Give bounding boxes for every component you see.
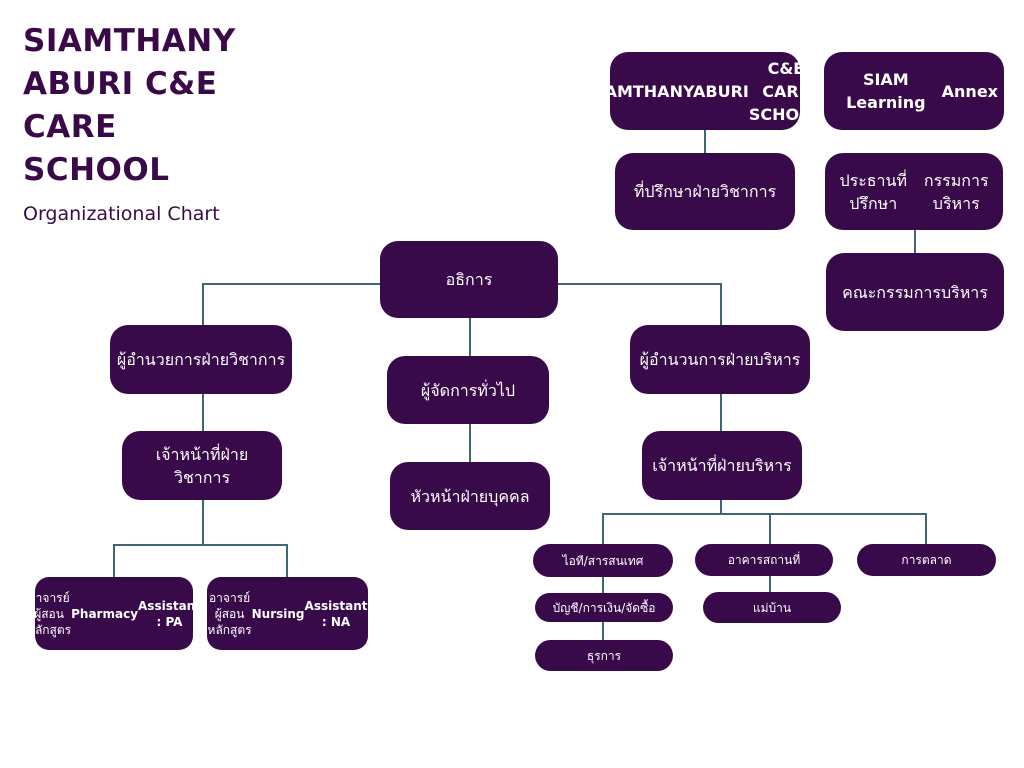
marketing-node: การตลาด <box>857 544 996 576</box>
pa-teacher-node: อาจารย์ผู้สอนหลักสูตร Pharmacy Assistant… <box>27 577 201 650</box>
admin-staff-node: เจ้าหน้าที่ฝ่ายบริหาร <box>642 431 802 500</box>
connector <box>113 544 288 577</box>
title-line: SCHOOL <box>23 152 170 188</box>
academic-director-node: ผู้อำนวยการฝ่ายวิชาการ <box>110 325 292 394</box>
director-node: อธิการ <box>380 241 558 318</box>
hr-head-node: หัวหน้าฝ่ายบุคคล <box>390 462 550 530</box>
admin-advisor-chair-node: ประธานที่ปรึกษา กรรมการบริหาร <box>825 153 1003 230</box>
accounting-node: บัญชี/การเงิน/จัดซื้อ <box>535 593 673 622</box>
title-line: SIAMTHANY <box>23 23 236 59</box>
annex-node: SIAM Learning Annex <box>824 52 1004 130</box>
housekeeper-node: แม่บ้าน <box>703 592 841 623</box>
title-line: CARE <box>23 109 117 145</box>
connector <box>202 283 380 325</box>
connector <box>602 513 927 544</box>
facilities-node: อาคารสถานที่ <box>695 544 833 576</box>
admin-committee-node: คณะกรรมการบริหาร <box>826 253 1004 331</box>
academic-staff-node: เจ้าหน้าที่ฝ่ายวิชาการ <box>122 431 282 500</box>
school-node: SIAMTHANYABURI C&E CARE SCHOOL <box>587 52 823 130</box>
page-title: SIAMTHANY ABURI C&E CARE SCHOOL <box>23 20 263 192</box>
admin-director-node: ผู้อำนวนการฝ่ายบริหาร <box>630 325 810 394</box>
connector <box>558 283 722 325</box>
na-teacher-node: อาจารย์ผู้สอนหลักสูตร Nursing Assistant … <box>207 577 368 650</box>
title-line: ABURI C&E <box>23 66 218 102</box>
page-subtitle: Organizational Chart <box>23 203 220 225</box>
business-node: ธุรการ <box>535 640 673 671</box>
academic-advisor-node: ที่ปรึกษาฝ่ายวิชาการ <box>615 153 795 230</box>
it-library-node: ไอที/สารสนเทศ <box>533 544 673 577</box>
general-manager-node: ผู้จัดการทั่วไป <box>387 356 549 424</box>
